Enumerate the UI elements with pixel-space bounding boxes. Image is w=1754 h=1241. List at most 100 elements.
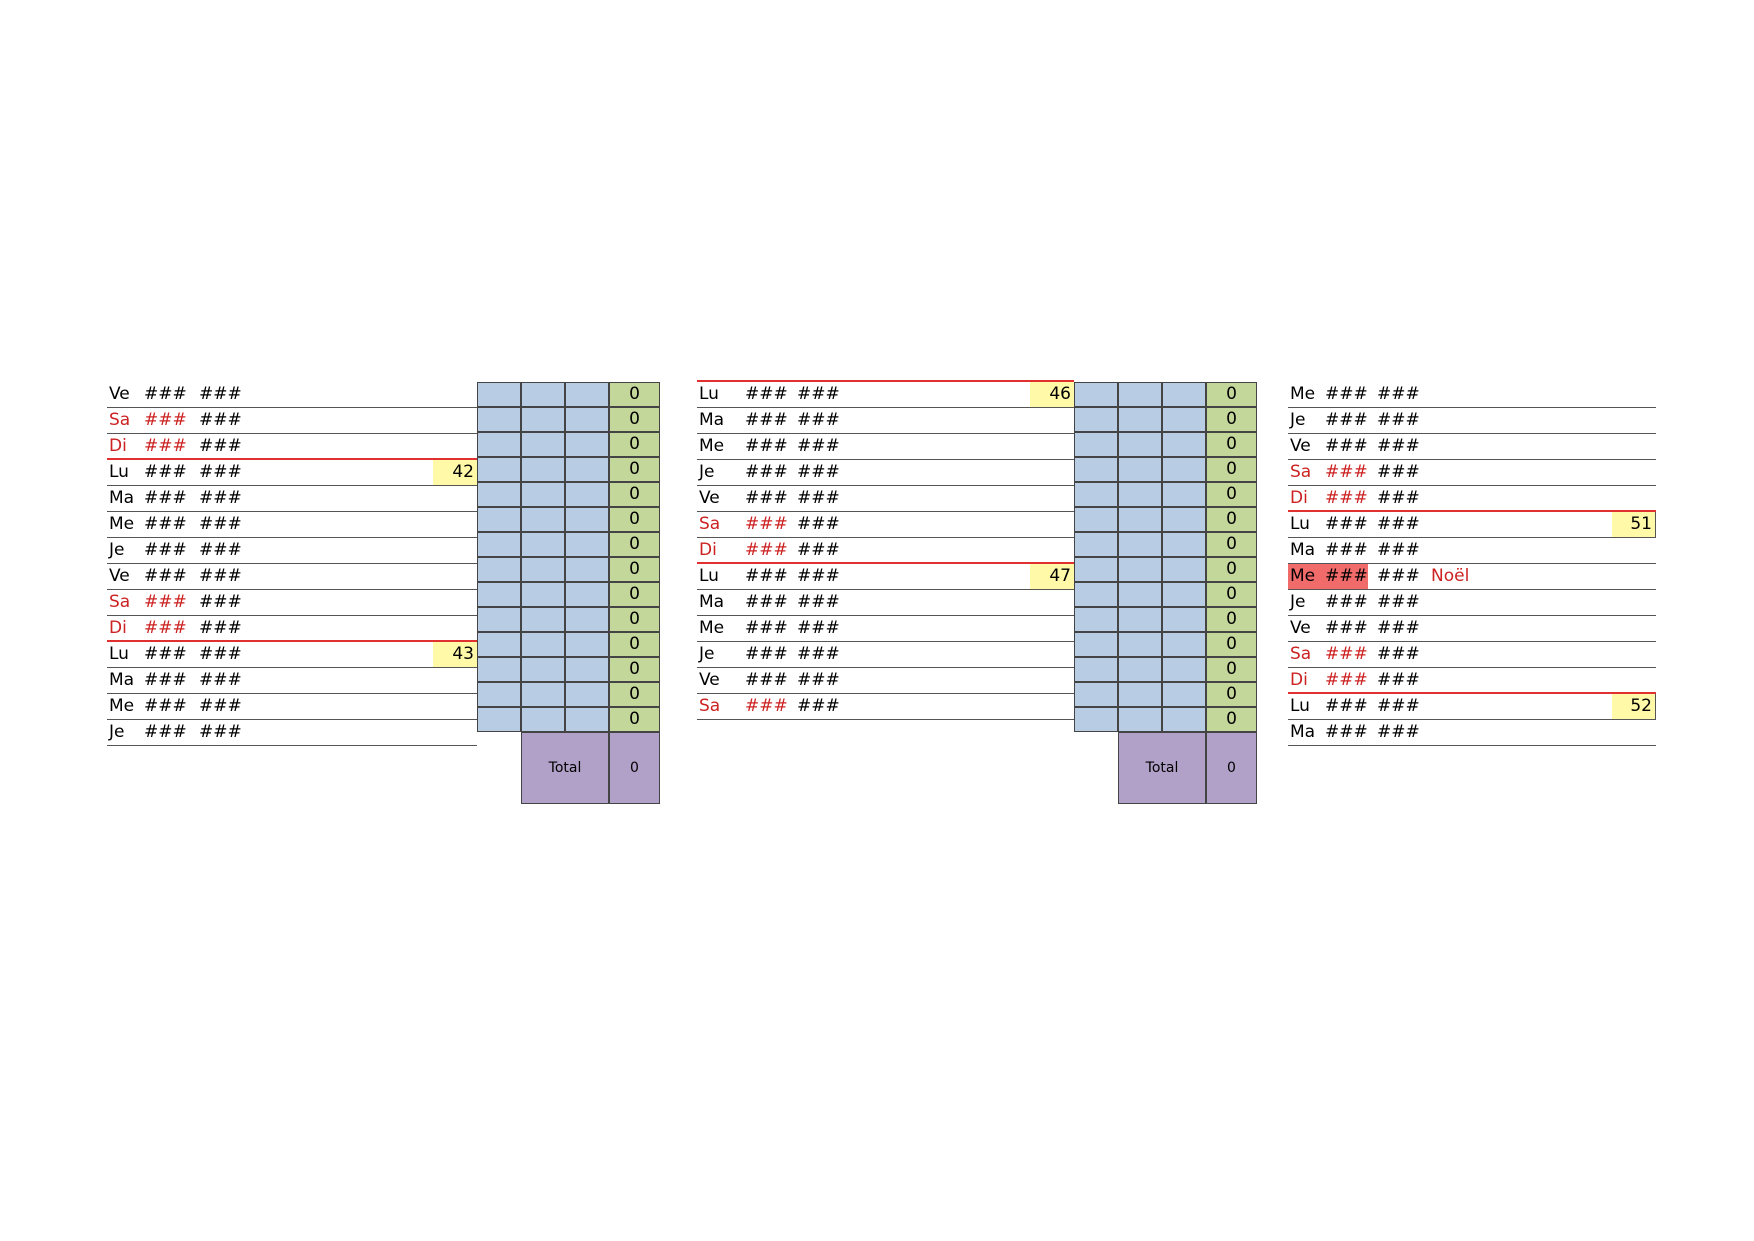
day-row[interactable]: Di###### [107,616,477,642]
hours-input-cell[interactable] [1118,432,1162,457]
hours-input-cell[interactable] [521,532,565,557]
day-row[interactable]: Sa###### [697,512,1074,538]
hours-input-cell[interactable] [1162,407,1206,432]
day-row[interactable]: Lu######43 [107,640,477,668]
hours-input-cell[interactable] [477,457,521,482]
hours-input-cell[interactable] [1074,707,1118,732]
hours-input-cell[interactable] [477,482,521,507]
hours-input-cell[interactable] [1118,607,1162,632]
day-row[interactable]: Me###### [107,694,477,720]
hours-input-cell[interactable] [477,557,521,582]
day-row[interactable]: Ve###### [697,668,1074,694]
hours-input-cell[interactable] [1118,407,1162,432]
hours-input-cell[interactable] [565,432,609,457]
day-row[interactable]: Je###### [1288,408,1656,434]
day-row[interactable]: Je###### [1288,590,1656,616]
day-row[interactable]: Di###### [107,434,477,460]
hours-input-cell[interactable] [1162,682,1206,707]
hours-input-cell[interactable] [1118,582,1162,607]
hours-input-cell[interactable] [1162,532,1206,557]
hours-input-cell[interactable] [565,507,609,532]
hours-input-cell[interactable] [1074,532,1118,557]
hours-input-cell[interactable] [565,707,609,732]
day-row[interactable]: Lu######42 [107,458,477,486]
hours-input-cell[interactable] [1162,507,1206,532]
hours-input-cell[interactable] [477,657,521,682]
hours-input-cell[interactable] [477,582,521,607]
day-row[interactable]: Di###### [1288,668,1656,694]
hours-input-cell[interactable] [1118,482,1162,507]
day-row[interactable]: Lu######46 [697,380,1074,408]
day-row[interactable]: Sa###### [1288,642,1656,668]
day-row[interactable]: Lu######52 [1288,692,1656,720]
hours-input-cell[interactable] [477,407,521,432]
day-row[interactable]: Me######Noël [1288,564,1656,590]
day-row[interactable]: Sa###### [107,590,477,616]
day-row[interactable]: Sa###### [697,694,1074,720]
hours-input-cell[interactable] [1162,482,1206,507]
hours-input-cell[interactable] [1118,457,1162,482]
day-row[interactable]: Ve###### [107,564,477,590]
day-row[interactable]: Me###### [697,434,1074,460]
hours-input-cell[interactable] [521,407,565,432]
hours-input-cell[interactable] [477,682,521,707]
hours-input-cell[interactable] [521,632,565,657]
hours-input-cell[interactable] [1162,657,1206,682]
hours-input-cell[interactable] [1074,582,1118,607]
day-row[interactable]: Me###### [1288,382,1656,408]
hours-input-cell[interactable] [521,707,565,732]
hours-input-cell[interactable] [477,507,521,532]
day-row[interactable]: Ve###### [107,382,477,408]
hours-input-cell[interactable] [477,432,521,457]
hours-input-cell[interactable] [565,482,609,507]
hours-input-cell[interactable] [1074,607,1118,632]
day-row[interactable]: Me###### [697,616,1074,642]
day-row[interactable]: Je###### [697,642,1074,668]
hours-input-cell[interactable] [1074,682,1118,707]
hours-input-cell[interactable] [1162,632,1206,657]
hours-input-cell[interactable] [477,382,521,407]
hours-input-cell[interactable] [1118,532,1162,557]
day-row[interactable]: Me###### [107,512,477,538]
day-row[interactable]: Lu######47 [697,562,1074,590]
hours-input-cell[interactable] [1074,407,1118,432]
hours-input-cell[interactable] [565,582,609,607]
hours-input-cell[interactable] [1074,432,1118,457]
hours-input-cell[interactable] [1074,507,1118,532]
hours-input-cell[interactable] [1162,457,1206,482]
hours-input-cell[interactable] [1118,557,1162,582]
day-row[interactable]: Ma###### [697,590,1074,616]
hours-input-cell[interactable] [477,707,521,732]
hours-input-cell[interactable] [477,532,521,557]
hours-input-cell[interactable] [565,607,609,632]
hours-input-cell[interactable] [521,507,565,532]
hours-input-cell[interactable] [521,682,565,707]
hours-input-cell[interactable] [1162,432,1206,457]
hours-input-cell[interactable] [521,557,565,582]
day-row[interactable]: Ve###### [697,486,1074,512]
hours-input-cell[interactable] [1074,482,1118,507]
day-row[interactable]: Lu######51 [1288,510,1656,538]
hours-input-cell[interactable] [521,382,565,407]
hours-input-cell[interactable] [1118,382,1162,407]
day-row[interactable]: Di###### [1288,486,1656,512]
day-row[interactable]: Ve###### [1288,434,1656,460]
hours-input-cell[interactable] [565,557,609,582]
day-row[interactable]: Je###### [107,720,477,746]
hours-input-cell[interactable] [1074,382,1118,407]
day-row[interactable]: Ma###### [107,668,477,694]
hours-input-cell[interactable] [565,682,609,707]
hours-input-cell[interactable] [1074,457,1118,482]
hours-input-cell[interactable] [1074,657,1118,682]
hours-input-cell[interactable] [1162,607,1206,632]
hours-input-cell[interactable] [565,457,609,482]
hours-input-cell[interactable] [477,607,521,632]
hours-input-cell[interactable] [565,407,609,432]
day-row[interactable]: Ma###### [1288,538,1656,564]
day-row[interactable]: Ma###### [697,408,1074,434]
day-row[interactable]: Ma###### [107,486,477,512]
hours-input-cell[interactable] [565,532,609,557]
hours-input-cell[interactable] [1162,382,1206,407]
hours-input-cell[interactable] [1118,657,1162,682]
hours-input-cell[interactable] [477,632,521,657]
